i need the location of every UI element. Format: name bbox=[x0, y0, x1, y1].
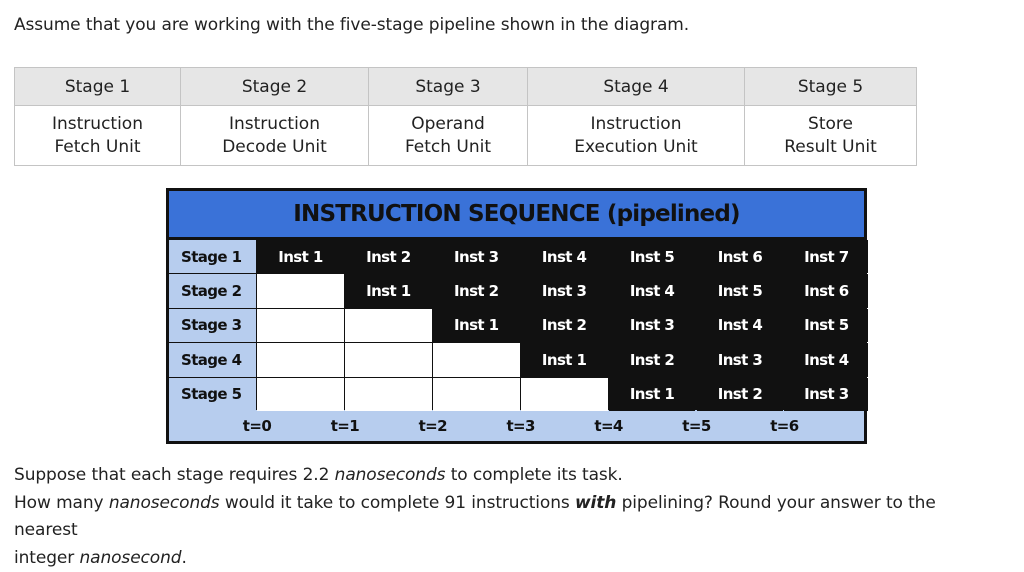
unit-line: Execution Unit bbox=[528, 136, 744, 159]
pipeline-empty-cell bbox=[257, 343, 344, 376]
pipeline-cell: Inst 3 bbox=[433, 240, 520, 273]
question-fragment: Suppose that each stage requires 2.2 bbox=[14, 465, 335, 485]
stage-header: Stage 2 bbox=[181, 68, 369, 106]
pipeline-cell: Inst 1 bbox=[257, 240, 344, 273]
pipeline-row-label: Stage 2 bbox=[169, 274, 256, 307]
pipeline-empty-cell bbox=[521, 378, 608, 411]
pipeline-empty-cell bbox=[433, 378, 520, 411]
pipeline-row-label: Stage 4 bbox=[169, 343, 256, 376]
pipeline-cell: Inst 3 bbox=[521, 274, 608, 307]
pipeline-cell: Inst 3 bbox=[697, 343, 784, 376]
pipeline-row-label: Stage 3 bbox=[169, 309, 256, 342]
time-tick-label: t=5 bbox=[677, 410, 717, 441]
pipeline-empty-cell bbox=[433, 343, 520, 376]
stages-header-row: Stage 1 Stage 2 Stage 3 Stage 4 Stage 5 bbox=[15, 68, 917, 106]
pipeline-cell: Inst 4 bbox=[609, 274, 696, 307]
pipeline-cell: Inst 5 bbox=[784, 309, 868, 342]
pipeline-cell: Inst 7 bbox=[784, 240, 868, 273]
unit-line: Instruction bbox=[528, 113, 744, 136]
pipeline-cell: Inst 2 bbox=[609, 343, 696, 376]
pipeline-empty-cell bbox=[345, 343, 432, 376]
pipeline-cell: Inst 3 bbox=[784, 378, 868, 411]
pipeline-cell: Inst 5 bbox=[697, 274, 784, 307]
time-tick-label: t=4 bbox=[589, 410, 629, 441]
question-fragment: How many bbox=[14, 493, 109, 513]
time-tick-label: t=1 bbox=[325, 410, 365, 441]
pipeline-cell: Inst 4 bbox=[697, 309, 784, 342]
pipeline-title-bar: INSTRUCTION SEQUENCE (pipelined) bbox=[169, 191, 864, 237]
pipeline-empty-cell bbox=[257, 309, 344, 342]
pipeline-cell: Inst 1 bbox=[609, 378, 696, 411]
pipeline-cell: Inst 2 bbox=[433, 274, 520, 307]
pipeline-cell: Inst 4 bbox=[521, 240, 608, 273]
pipeline-cell: Inst 3 bbox=[609, 309, 696, 342]
pipeline-cell: Inst 6 bbox=[784, 274, 868, 307]
question-fragment: would it take to complete 91 instruction… bbox=[220, 493, 575, 513]
question-emphasis: nanoseconds bbox=[109, 493, 220, 513]
pipeline-row-label: Stage 5 bbox=[169, 378, 256, 411]
time-tick-label: t=3 bbox=[501, 410, 541, 441]
question-strong: with bbox=[575, 493, 616, 513]
pipeline-empty-cell bbox=[257, 274, 344, 307]
pipeline-cell: Inst 1 bbox=[345, 274, 432, 307]
pipeline-cell: Inst 2 bbox=[521, 309, 608, 342]
question-line: How many nanoseconds would it take to co… bbox=[14, 490, 1004, 545]
question-line: integer nanosecond. bbox=[14, 545, 1004, 572]
question-text: Suppose that each stage requires 2.2 nan… bbox=[14, 462, 1004, 572]
stage-header: Stage 3 bbox=[369, 68, 528, 106]
unit-line: Instruction bbox=[15, 113, 180, 136]
question-emphasis: nanoseconds bbox=[335, 465, 446, 485]
time-tick-label: t=0 bbox=[237, 410, 277, 441]
unit-line: Operand bbox=[369, 113, 527, 136]
time-tick-label: t=2 bbox=[413, 410, 453, 441]
pipeline-cell: Inst 2 bbox=[345, 240, 432, 273]
pipeline-cell: Inst 1 bbox=[521, 343, 608, 376]
stages-table: Stage 1 Stage 2 Stage 3 Stage 4 Stage 5 … bbox=[14, 67, 917, 166]
time-tick-label: t=6 bbox=[764, 410, 804, 441]
pipeline-cell: Inst 2 bbox=[697, 378, 784, 411]
pipeline-cell: Inst 5 bbox=[609, 240, 696, 273]
unit-line: Decode Unit bbox=[181, 136, 368, 159]
unit-line: Store bbox=[745, 113, 916, 136]
intro-text: Assume that you are working with the fiv… bbox=[14, 15, 689, 35]
pipeline-row-label: Stage 1 bbox=[169, 240, 256, 273]
pipeline-cell: Inst 4 bbox=[784, 343, 868, 376]
pipeline-cell: Inst 6 bbox=[697, 240, 784, 273]
pipeline-empty-cell bbox=[345, 309, 432, 342]
stage-header: Stage 1 bbox=[15, 68, 181, 106]
stage-header: Stage 5 bbox=[745, 68, 917, 106]
unit-line: Fetch Unit bbox=[15, 136, 180, 159]
question-line: Suppose that each stage requires 2.2 nan… bbox=[14, 462, 1004, 490]
time-axis: t=0 t=1 t=2 t=3 t=4 t=5 t=6 bbox=[169, 410, 864, 441]
unit-line: Instruction bbox=[181, 113, 368, 136]
pipeline-title: INSTRUCTION SEQUENCE (pipelined) bbox=[169, 191, 864, 237]
unit-line: Result Unit bbox=[745, 136, 916, 159]
question-fragment: to complete its task. bbox=[445, 465, 622, 485]
pipeline-empty-cell bbox=[345, 378, 432, 411]
pipeline-empty-cell bbox=[257, 378, 344, 411]
pipeline-cell: Inst 1 bbox=[433, 309, 520, 342]
unit-line: Fetch Unit bbox=[369, 136, 527, 159]
stage-header: Stage 4 bbox=[528, 68, 745, 106]
